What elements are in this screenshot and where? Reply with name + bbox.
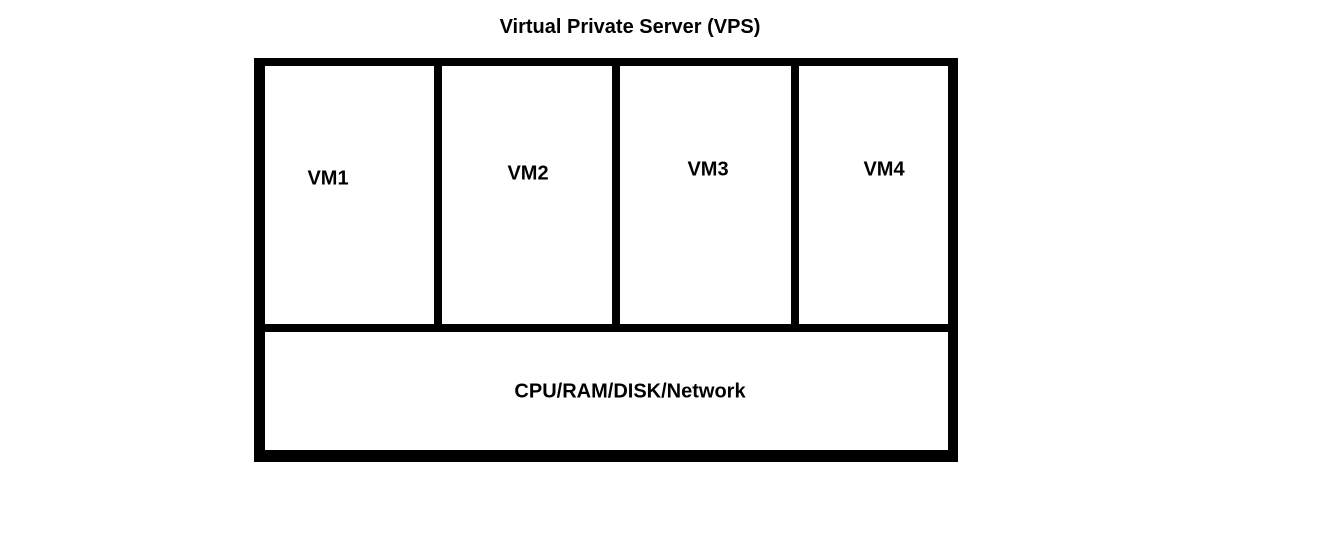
vm3-box: VM3 bbox=[620, 66, 799, 324]
resources-box: CPU/RAM/DISK/Network bbox=[265, 324, 948, 450]
vm-row: VM1 VM2 VM3 VM4 bbox=[265, 66, 948, 324]
vm2-box: VM2 bbox=[442, 66, 620, 324]
vm4-box: VM4 bbox=[799, 66, 948, 324]
vm1-label: VM1 bbox=[307, 167, 349, 190]
resources-label: CPU/RAM/DISK/Network bbox=[514, 380, 746, 403]
vm3-label: VM3 bbox=[687, 158, 729, 181]
vps-container-box: VM1 VM2 VM3 VM4 CPU/RAM/DISK/Network bbox=[254, 58, 958, 462]
diagram-title: Virtual Private Server (VPS) bbox=[499, 16, 761, 38]
vm2-label: VM2 bbox=[507, 162, 549, 185]
vm1-box: VM1 bbox=[265, 66, 442, 324]
vm4-label: VM4 bbox=[863, 158, 905, 181]
